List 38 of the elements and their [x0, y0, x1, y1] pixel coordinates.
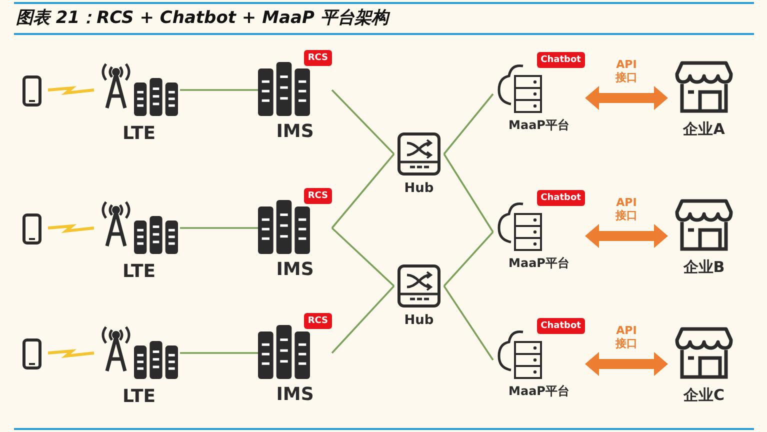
connector-line — [443, 231, 494, 287]
node-label: 企业A — [682, 119, 726, 140]
tag-badge: RCS — [304, 188, 332, 204]
node-label: 企业B — [682, 257, 726, 278]
lightning-link — [48, 349, 94, 358]
double-arrow — [585, 352, 668, 376]
connector-line — [331, 153, 395, 229]
node-label: LTE — [121, 385, 157, 409]
tag-badge: Chatbot — [536, 190, 585, 206]
tag-badge: RCS — [304, 313, 332, 329]
double-arrow — [585, 86, 668, 110]
connector-line — [443, 286, 494, 360]
lightning-link — [48, 86, 94, 96]
double-arrow — [585, 224, 668, 248]
node-label: Hub — [403, 180, 435, 198]
node-label: Hub — [403, 312, 435, 330]
tag-badge: Chatbot — [536, 52, 585, 68]
connector-line — [443, 93, 494, 155]
connector-line — [180, 89, 258, 91]
connector-line — [180, 227, 258, 229]
node-label: IMS — [275, 120, 315, 144]
connector-line — [180, 352, 258, 354]
connector-line — [331, 285, 395, 354]
connector-line — [331, 227, 395, 287]
tag-badge: Chatbot — [536, 318, 585, 334]
node-label: IMS — [275, 383, 315, 407]
node-label: MaaP平台 — [508, 117, 570, 134]
connector-line — [443, 154, 494, 232]
node-label: MaaP平台 — [508, 255, 570, 272]
figure-title: 图表 21：RCS + Chatbot + MaaP 平台架构 — [16, 7, 388, 29]
node-label: MaaP平台 — [508, 383, 570, 400]
tag-badge: RCS — [304, 50, 332, 66]
connector-line — [331, 89, 395, 155]
lightning-link — [48, 224, 94, 234]
node-label: LTE — [121, 122, 157, 146]
node-label: IMS — [275, 258, 315, 282]
node-label: LTE — [121, 260, 157, 284]
node-label: 企业C — [682, 385, 726, 406]
